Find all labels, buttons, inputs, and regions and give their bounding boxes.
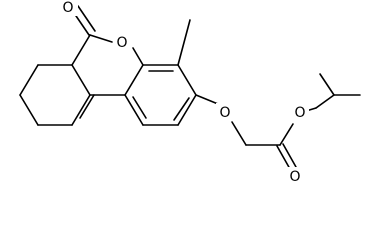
isopropyl-bond <box>319 73 335 96</box>
bond <box>231 121 247 146</box>
bond <box>71 94 91 126</box>
ester-carbonyl-bond <box>276 145 291 170</box>
bond <box>279 123 294 146</box>
bond <box>19 64 39 96</box>
ring-oxygen-label: O <box>116 35 127 51</box>
ether-oxygen-label: O <box>219 105 230 121</box>
methyl-bond <box>177 19 191 66</box>
bond <box>19 94 39 126</box>
fused-junction <box>71 64 95 126</box>
bond <box>71 64 91 96</box>
aromatic-inner-bond <box>132 96 147 119</box>
molecule-structure-drawing: O O O O O <box>19 0 361 185</box>
ester-carbonyl-oxygen-label: O <box>289 169 300 185</box>
ester-oxygen-label: O <box>294 105 305 121</box>
bond <box>89 34 113 43</box>
carbonyl-bond <box>77 5 96 32</box>
atom-labels: O O O O O <box>60 0 309 185</box>
aromatic-inner-bond <box>173 97 190 121</box>
bond <box>195 94 219 105</box>
lactone-ring <box>71 5 144 96</box>
bond <box>71 34 91 66</box>
bond <box>315 94 335 109</box>
ester-carbonyl-bond <box>282 143 297 168</box>
side-chain <box>195 73 361 170</box>
double-bond-inner <box>79 94 95 119</box>
carbonyl-oxygen-label: O <box>62 0 73 16</box>
bond <box>124 94 144 126</box>
bond <box>132 47 144 66</box>
bond <box>177 64 197 96</box>
cyclohexane-ring <box>19 64 73 126</box>
bond <box>124 64 144 96</box>
benzene-ring <box>124 64 197 126</box>
bond <box>177 94 197 126</box>
